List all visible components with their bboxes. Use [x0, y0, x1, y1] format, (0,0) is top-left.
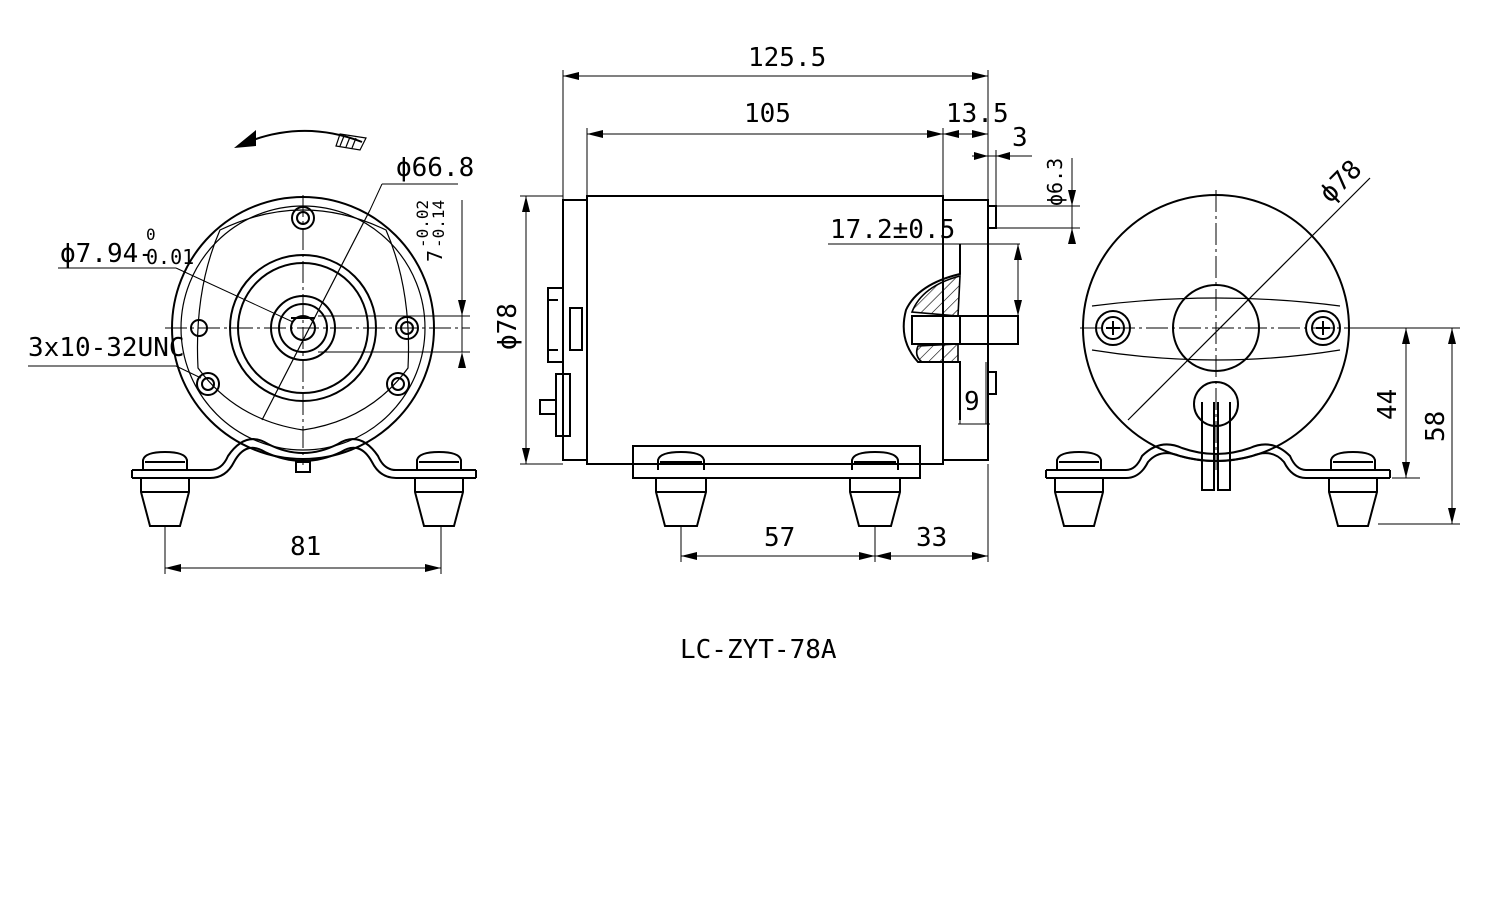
center-height-label: 44 — [1373, 389, 1403, 420]
rear-foot-right — [1328, 450, 1378, 527]
shaft-diameter-label: ϕ7.94- — [60, 239, 154, 269]
rear-foot-left — [1054, 450, 1104, 527]
rubber-foot-left — [140, 450, 190, 527]
flat-tol-upper: -0.02 — [413, 200, 432, 248]
foot-spacing-label: 81 — [290, 532, 321, 562]
front-view: 81 ϕ66.8 ϕ7.94- 0 0.01 3x10-32UNC 7 -0.0… — [28, 130, 477, 574]
rotation-direction-arrow — [234, 130, 367, 151]
mounting-hole-lower-left — [196, 372, 220, 396]
rear-mount-bracket — [1045, 443, 1391, 479]
body-diameter-label: ϕ78 — [493, 303, 523, 350]
bolt-circle-label: ϕ66.8 — [396, 153, 474, 183]
body-length-label: 105 — [744, 99, 791, 129]
side-front-cap — [942, 199, 989, 461]
end-length-label: 13.5 — [946, 99, 1009, 129]
mounting-hole-lower-right — [386, 372, 410, 396]
model-title: LC-ZYT-78A — [680, 635, 837, 665]
terminal-diameter-label: ϕ6.3 — [1043, 158, 1067, 206]
foot-end-offset-label: 33 — [916, 523, 947, 553]
overall-length-label: 125.5 — [748, 43, 826, 73]
side-shaft-section — [902, 244, 1019, 420]
overall-height-label: 58 — [1421, 411, 1451, 442]
front-mount-bracket — [131, 438, 477, 479]
flat-tol-lower: -0.14 — [429, 200, 448, 248]
rubber-foot-right — [414, 450, 464, 527]
terminal-position-label: 17.2±0.5 — [830, 215, 955, 245]
thread-spec-label: 3x10-32UNC — [28, 333, 185, 363]
side-rear-cap — [562, 199, 588, 461]
side-view: 125.5 105 13.5 3 ϕ6.3 17.2±0.5 — [493, 43, 1080, 562]
side-base-plate — [632, 445, 921, 479]
shaft-tol-upper: 0 — [146, 225, 156, 244]
flat-dim-base: 7 — [423, 250, 447, 262]
foot-hole-spacing-label: 57 — [764, 523, 795, 553]
front-flange-plate — [196, 209, 410, 431]
rear-diameter-label: ϕ78 — [1314, 155, 1368, 209]
terminal-offset-label: 3 — [1012, 123, 1028, 153]
terminal-gap-label: 9 — [964, 387, 980, 417]
rear-view: ϕ78 44 58 — [1045, 155, 1460, 527]
shaft-tol-lower: 0.01 — [146, 245, 194, 269]
